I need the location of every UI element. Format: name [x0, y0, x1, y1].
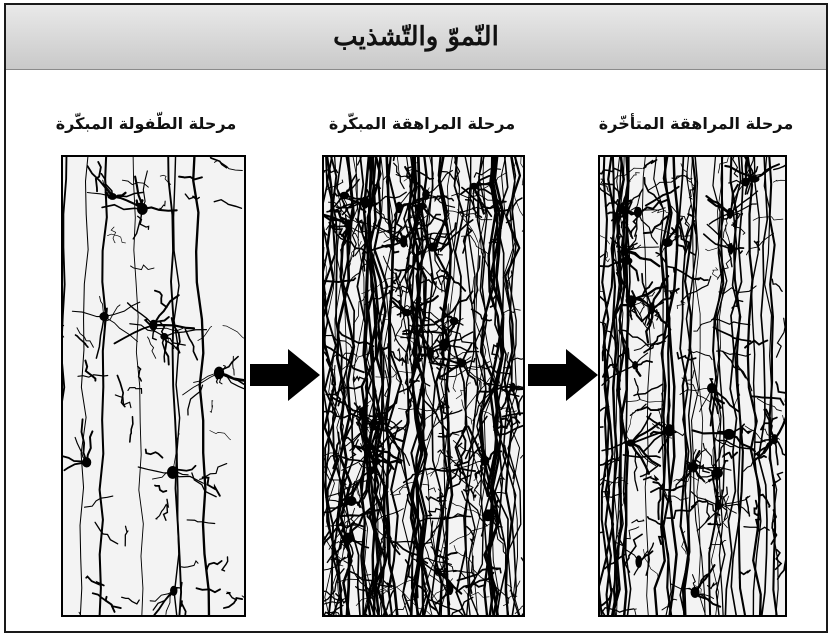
slide-frame: النّموّ والتّشذيب مرحلة الطّفولة المبكّر…: [4, 3, 828, 633]
stage-label-early-adolescence: مرحلة المراهقة المبكّرة: [322, 103, 522, 143]
arrow-right-icon: [528, 349, 598, 401]
stage-label-early-childhood: مرحلة الطّفولة المبكّرة: [46, 103, 246, 143]
neuron-panel-early-childhood: [61, 155, 246, 617]
neuron-panel-early-adolescence: [322, 155, 525, 617]
slide-title: النّموّ والتّشذيب: [333, 22, 499, 52]
arrow-right-icon: [250, 349, 320, 401]
stage-label-late-adolescence: مرحلة المراهقة المتأخّرة: [596, 103, 796, 143]
neuron-image-sparse: [63, 157, 244, 615]
neuron-image-dense: [324, 157, 523, 615]
neuron-panel-late-adolescence: [598, 155, 787, 617]
neuron-image-pruned: [600, 157, 785, 615]
title-bar: النّموّ والتّشذيب: [6, 5, 826, 70]
